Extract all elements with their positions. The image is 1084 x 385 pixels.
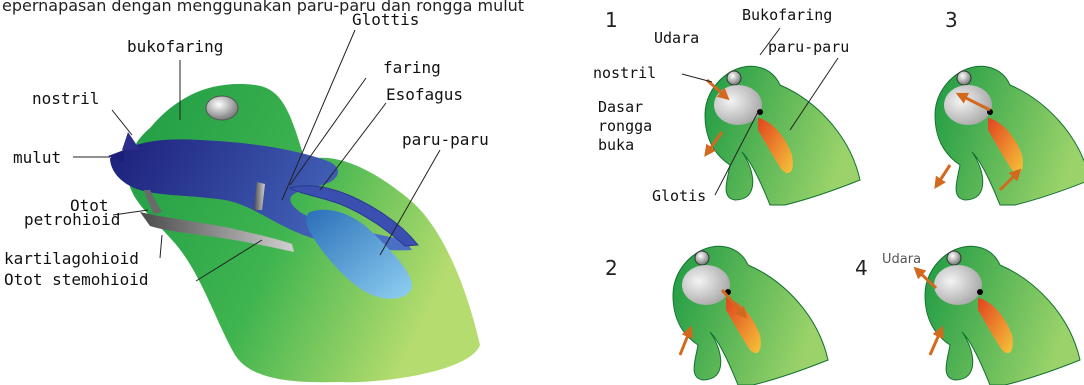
label-faring: faring (383, 58, 441, 77)
label-mulut: mulut (13, 148, 61, 167)
nostril (122, 132, 140, 150)
label-r-bukofaring: Bukofaring (742, 6, 832, 24)
arrow-4-up (930, 330, 941, 355)
header-text: epernapasan dengan menggunakan paru-paru… (2, 0, 524, 15)
label-r-dasar-3: buka (598, 136, 634, 154)
leader-kartilago (160, 235, 162, 258)
label-r-udara: Udara (654, 29, 699, 47)
label-nostril: nostril (32, 89, 99, 108)
frog-eye (206, 96, 238, 120)
small-frog-buccal (944, 85, 992, 125)
left-frog-anatomy: bukofaring Glottis faring Esofagus paru-… (4, 10, 489, 382)
step-number-4: 4 (855, 256, 868, 280)
small-frog-eye (695, 251, 709, 265)
step-number-1: 1 (605, 8, 618, 32)
label-r-dasar-1: Dasar (598, 98, 643, 116)
label-glottis: Glottis (352, 10, 419, 29)
label-r-nostril: nostril (593, 64, 656, 82)
small-frog-buccal (934, 265, 982, 305)
label-r-dasar-2: rongga (598, 117, 652, 135)
label-paru-paru: paru-paru (402, 130, 489, 149)
frog-step-3 (935, 66, 1084, 205)
step-number-3: 3 (945, 8, 958, 32)
arrow-3-floor (937, 165, 950, 185)
label-esofagus: Esofagus (386, 85, 463, 104)
frog-step-4 (925, 246, 1080, 385)
leader-r-nostril (682, 74, 712, 82)
small-frog-buccal (682, 265, 730, 305)
small-frog-eye (727, 71, 741, 85)
frog-step-1 (705, 66, 860, 205)
label-r-udara-out: Udara (882, 252, 921, 267)
leader-nostril (112, 110, 132, 135)
small-frog-eye (947, 251, 961, 265)
label-kartilagohioid: kartilagohioid (4, 249, 139, 268)
label-r-paru-paru: paru-paru (768, 38, 849, 56)
small-frog-glottis (977, 289, 983, 295)
step-number-2: 2 (605, 256, 618, 280)
small-frog-eye (957, 71, 971, 85)
label-otot-stemohioid: Otot stemohioid (4, 270, 149, 289)
frog-step-2 (673, 246, 828, 385)
label-otot-petrohioid-2: petrohioid (24, 210, 120, 229)
label-bukofaring: bukofaring (127, 37, 223, 56)
label-r-glotis: Glotis (652, 187, 706, 205)
